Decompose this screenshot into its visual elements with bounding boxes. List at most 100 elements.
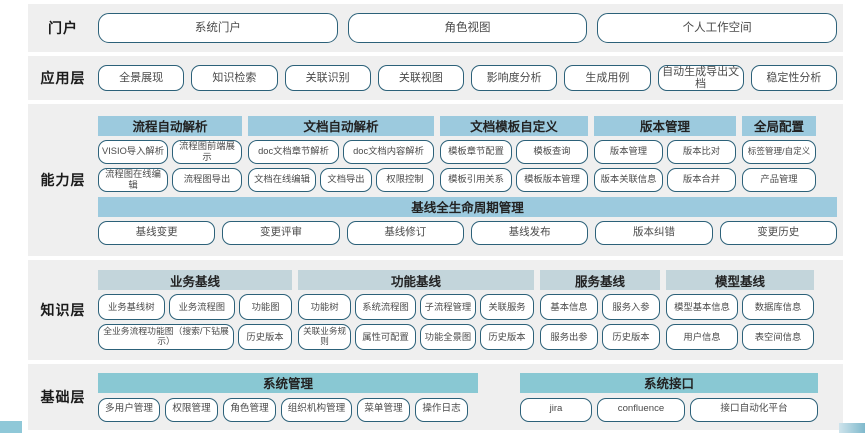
base-interface-automation-platform[interactable]: 接口自动化平台 bbox=[690, 397, 818, 422]
app-item-auto-export-doc[interactable]: 自动生成导出文档 bbox=[657, 65, 744, 91]
baseline-version-correction[interactable]: 版本纠错 bbox=[595, 220, 713, 245]
kn-tablespace-info[interactable]: 表空间信息 bbox=[742, 324, 814, 350]
group-title-process-parse: 流程自动解析 bbox=[98, 115, 242, 136]
capability-group-doc-parse: 文档自动解析 doc文档章节解析 doc文档内容解析 文档在线编辑 文档导出 权… bbox=[248, 115, 434, 192]
kn-service-basic-info[interactable]: 基本信息 bbox=[540, 294, 598, 320]
kn-business-baseline-tree[interactable]: 业务基线树 bbox=[98, 294, 165, 320]
cap-template-chapter-config[interactable]: 模板章节配置 bbox=[440, 139, 512, 164]
cap-doc-export[interactable]: 文档导出 bbox=[320, 167, 372, 192]
knowledge-group-model-baseline: 模型基线 模型基本信息 数据库信息 用户信息 表空间信息 bbox=[666, 270, 814, 350]
cap-version-merge[interactable]: 版本合并 bbox=[667, 167, 736, 192]
kn-user-info[interactable]: 用户信息 bbox=[666, 324, 738, 350]
kn-model-basic-info[interactable]: 模型基本信息 bbox=[666, 294, 738, 320]
kn-function-tree[interactable]: 功能树 bbox=[298, 294, 352, 320]
baseline-change[interactable]: 基线变更 bbox=[98, 220, 216, 245]
base-role-mgmt[interactable]: 角色管理 bbox=[223, 397, 276, 422]
application-row: 全景展现 知识检索 关联识别 关联视图 影响度分析 生成用例 自动生成导出文档 … bbox=[98, 65, 837, 91]
base-multi-user-mgmt[interactable]: 多用户管理 bbox=[98, 397, 160, 422]
cap-template-query[interactable]: 模板查询 bbox=[516, 139, 588, 164]
baseline-revision[interactable]: 基线修订 bbox=[346, 220, 464, 245]
cap-doc-chapter-parse[interactable]: doc文档章节解析 bbox=[248, 139, 339, 164]
kn-system-flowchart[interactable]: 系统流程图 bbox=[355, 294, 416, 320]
cap-version-management[interactable]: 版本管理 bbox=[594, 139, 663, 164]
base-operation-log[interactable]: 操作日志 bbox=[415, 397, 468, 422]
cap-flowchart-export[interactable]: 流程图导出 bbox=[172, 167, 242, 192]
capability-group-doc-template: 文档模板自定义 模板章节配置 模板查询 模板引用关系 模板版本管理 bbox=[440, 115, 588, 192]
cap-tag-mgmt-custom[interactable]: 标签管理/自定义 bbox=[742, 139, 816, 164]
cap-template-reference[interactable]: 模板引用关系 bbox=[440, 167, 512, 192]
knowledge-row: 用户信息 表空间信息 bbox=[666, 324, 814, 350]
decorative-corner-right bbox=[839, 423, 865, 433]
kn-related-business-rule[interactable]: 关联业务规则 bbox=[298, 324, 352, 350]
cap-version-relation-info[interactable]: 版本关联信息 bbox=[594, 167, 663, 192]
base-menu-mgmt[interactable]: 菜单管理 bbox=[357, 397, 410, 422]
layer-label-portal: 门户 bbox=[48, 20, 78, 36]
knowledge-group-service-baseline: 服务基线 基本信息 服务入参 服务出参 历史版本 bbox=[540, 270, 660, 350]
app-item-relation-view[interactable]: 关联视图 bbox=[377, 65, 464, 91]
baseline-change-review[interactable]: 变更评审 bbox=[222, 220, 340, 245]
cap-flowchart-front-display[interactable]: 流程图前端展示 bbox=[172, 139, 242, 164]
group-title-function-baseline: 功能基线 bbox=[298, 270, 534, 290]
baseline-lifecycle-block: 基线全生命周期管理 基线变更 变更评审 基线修订 基线发布 版本纠错 变更历史 bbox=[98, 196, 837, 245]
knowledge-row: 全业务流程功能图（搜索/下钻展示） 历史版本 bbox=[98, 324, 292, 350]
cap-permission-control[interactable]: 权限控制 bbox=[376, 167, 434, 192]
base-org-structure-mgmt[interactable]: 组织机构管理 bbox=[281, 397, 352, 422]
capability-group-global-config: 全局配置 标签管理/自定义 产品管理 bbox=[742, 115, 816, 192]
portal-row: 系统门户 角色视图 个人工作空间 bbox=[98, 13, 838, 43]
capability-row: 文档在线编辑 文档导出 权限控制 bbox=[248, 167, 434, 192]
layer-body-knowledge: 业务基线 业务基线树 业务流程图 功能图 全业务流程功能图（搜索/下钻展示） 历… bbox=[98, 260, 843, 360]
capability-row: 模板章节配置 模板查询 bbox=[440, 139, 588, 164]
kn-attribute-configurable[interactable]: 属性可配置 bbox=[355, 324, 416, 350]
capability-groups: 流程自动解析 VISIO导入解析 流程图前端展示 流程图在线编辑 流程图导出 文… bbox=[98, 115, 837, 192]
kn-full-business-flow-function-chart[interactable]: 全业务流程功能图（搜索/下钻展示） bbox=[98, 324, 234, 350]
cap-template-version-mgmt[interactable]: 模板版本管理 bbox=[516, 167, 588, 192]
kn-history-version-service[interactable]: 历史版本 bbox=[602, 324, 660, 350]
kn-history-version-function[interactable]: 历史版本 bbox=[479, 324, 534, 350]
cap-doc-content-parse[interactable]: doc文档内容解析 bbox=[343, 139, 434, 164]
portal-item-system-portal[interactable]: 系统门户 bbox=[98, 13, 338, 43]
cap-version-compare[interactable]: 版本比对 bbox=[667, 139, 736, 164]
cap-flowchart-online-edit[interactable]: 流程图在线编辑 bbox=[98, 167, 168, 192]
kn-subprocess-mgmt[interactable]: 子流程管理 bbox=[419, 294, 476, 320]
kn-function-chart[interactable]: 功能图 bbox=[239, 294, 293, 320]
knowledge-row: 功能树 系统流程图 子流程管理 关联服务 bbox=[298, 294, 534, 320]
group-title-model-baseline: 模型基线 bbox=[666, 270, 814, 290]
knowledge-group-function-baseline: 功能基线 功能树 系统流程图 子流程管理 关联服务 关联业务规则 属性可配置 功… bbox=[298, 270, 534, 350]
capability-row: 流程图在线编辑 流程图导出 bbox=[98, 167, 242, 192]
kn-function-panorama[interactable]: 功能全景图 bbox=[419, 324, 476, 350]
portal-item-role-view[interactable]: 角色视图 bbox=[347, 13, 588, 43]
cap-visio-import-parse[interactable]: VISIO导入解析 bbox=[98, 139, 168, 164]
layer-body-application: 全景展现 知识检索 关联识别 关联视图 影响度分析 生成用例 自动生成导出文档 … bbox=[98, 56, 843, 100]
kn-business-flowchart[interactable]: 业务流程图 bbox=[168, 294, 236, 320]
app-item-generate-case[interactable]: 生成用例 bbox=[564, 65, 651, 91]
layer-body-foundation: 系统管理 多用户管理 权限管理 角色管理 组织机构管理 菜单管理 操作日志 系统… bbox=[98, 364, 843, 430]
app-item-relation-identify[interactable]: 关联识别 bbox=[284, 65, 371, 91]
knowledge-row: 基本信息 服务入参 bbox=[540, 294, 660, 320]
kn-related-service[interactable]: 关联服务 bbox=[479, 294, 534, 320]
layer-capability: 能力层 流程自动解析 VISIO导入解析 流程图前端展示 流程图在线编辑 流程图… bbox=[28, 104, 843, 256]
knowledge-row: 关联业务规则 属性可配置 功能全景图 历史版本 bbox=[298, 324, 534, 350]
foundation-row: jira confluence 接口自动化平台 bbox=[520, 397, 818, 422]
kn-service-input-param[interactable]: 服务入参 bbox=[602, 294, 660, 320]
kn-service-output-param[interactable]: 服务出参 bbox=[540, 324, 598, 350]
base-permission-mgmt[interactable]: 权限管理 bbox=[165, 397, 218, 422]
cap-product-mgmt[interactable]: 产品管理 bbox=[742, 167, 816, 192]
cap-doc-online-edit[interactable]: 文档在线编辑 bbox=[248, 167, 316, 192]
app-item-knowledge-search[interactable]: 知识检索 bbox=[191, 65, 278, 91]
base-confluence-integration[interactable]: confluence bbox=[597, 397, 685, 422]
group-title-system-interface: 系统接口 bbox=[520, 372, 818, 393]
kn-history-version-business[interactable]: 历史版本 bbox=[238, 324, 292, 350]
app-item-impact-analysis[interactable]: 影响度分析 bbox=[471, 65, 558, 91]
base-jira-integration[interactable]: jira bbox=[520, 397, 592, 422]
baseline-release[interactable]: 基线发布 bbox=[470, 220, 589, 245]
portal-item-personal-workspace[interactable]: 个人工作空间 bbox=[597, 13, 838, 43]
app-item-stability-analysis[interactable]: 稳定性分析 bbox=[750, 65, 837, 91]
baseline-change-history[interactable]: 变更历史 bbox=[719, 220, 837, 245]
app-item-panorama[interactable]: 全景展现 bbox=[98, 65, 185, 91]
layer-label-foundation: 基础层 bbox=[40, 389, 86, 405]
capability-row: doc文档章节解析 doc文档内容解析 bbox=[248, 139, 434, 164]
group-title-version-mgmt: 版本管理 bbox=[594, 115, 736, 136]
group-title-service-baseline: 服务基线 bbox=[540, 270, 660, 290]
kn-database-info[interactable]: 数据库信息 bbox=[742, 294, 814, 320]
capability-row: 版本关联信息 版本合并 bbox=[594, 167, 736, 192]
